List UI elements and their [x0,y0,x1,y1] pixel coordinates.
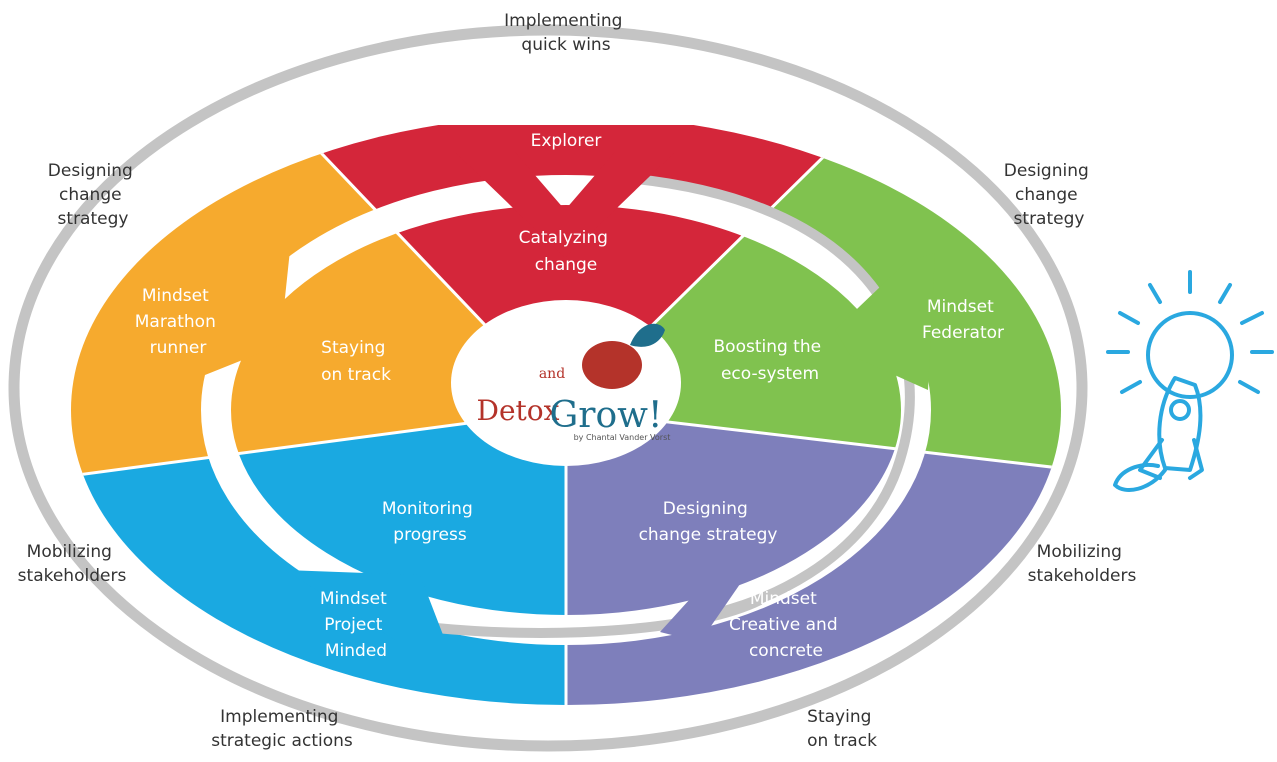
label-bottom-left: Implementing strategic actions [211,707,353,751]
label-bottom-right: Staying on track [807,707,877,751]
logo-byline: by Chantal Vander Vorst [574,433,671,442]
inner-gray-arc-bottom [435,595,763,638]
label-top: Implementing quick wins [504,11,628,55]
green-inner-label: Boosting the eco-system [714,337,827,384]
chevron-top [455,152,675,258]
center-logo-disc [451,300,681,466]
chevron-bottom-right [660,555,760,642]
green-outer-label: Mindset Federator [922,297,1004,343]
red-outer-label: Mindset Explorer [530,101,602,151]
brain-icon [582,341,642,389]
blue-outer-label: Mindset Project Minded [320,589,392,661]
logo-grow: Grow! [550,395,663,436]
chevron-right [835,253,935,390]
chevron-left [205,250,290,375]
label-lower-left: Mobilizing stakeholders [18,542,127,586]
logo-detox: Detox [477,394,560,427]
purple-inner-label: Designing change strategy [639,499,778,545]
inner-gray-arc-right [625,173,915,625]
label-lower-right: Mobilizing stakeholders [1028,542,1137,586]
orange-inner-label: Staying on track [321,338,391,385]
outer-gray-ring [8,24,1088,752]
red-inner-label: Catalyzing change [519,228,614,275]
orange-outer-label: Mindset Marathon runner [135,286,222,358]
purple-outer-label: Mindset Creative and concrete [729,589,843,661]
logo-and: and [539,366,565,382]
rocket-lightbulb-icon [1106,270,1274,492]
label-upper-right: Designing change strategy [1004,161,1094,229]
chevron-bottom-left [285,570,445,640]
blue-inner-label: Monitoring progress [382,499,478,545]
label-upper-left: Designing change strategy [48,161,138,229]
leaf-icon [630,323,665,347]
